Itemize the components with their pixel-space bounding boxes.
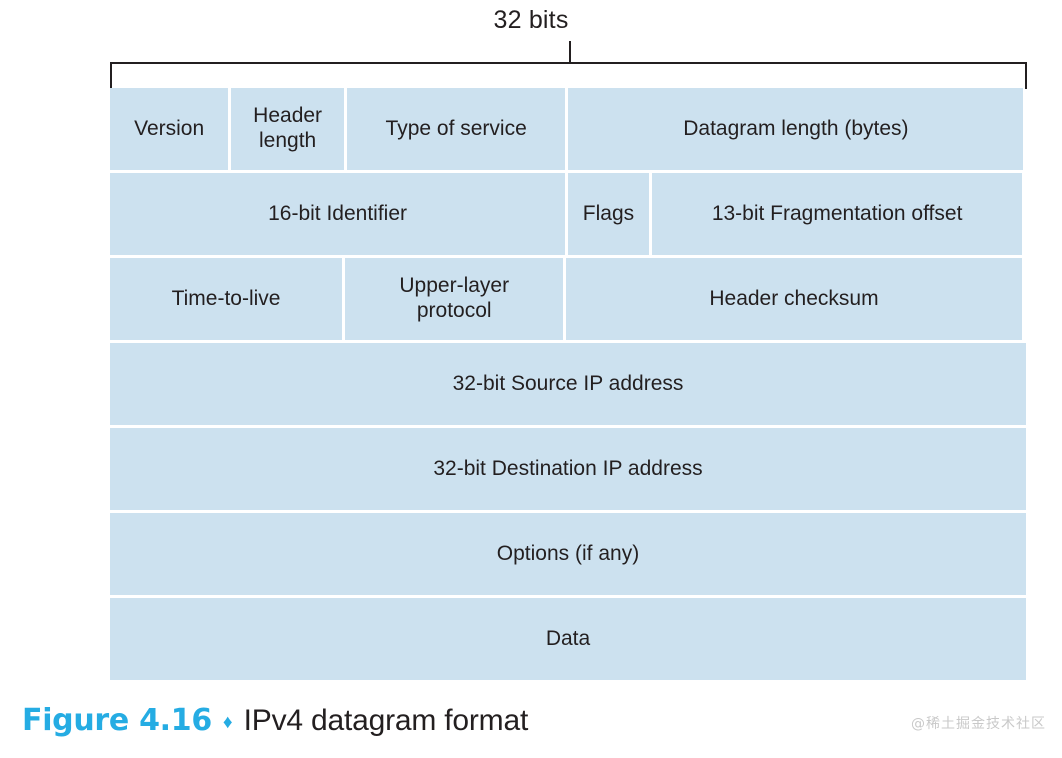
bits-width-text: 32 bits bbox=[493, 6, 569, 34]
datagram-field: Flags bbox=[568, 173, 649, 255]
caliper-center-tick bbox=[569, 41, 571, 63]
datagram-field: Header length bbox=[231, 88, 344, 170]
datagram-field: Version bbox=[110, 88, 229, 170]
datagram-row: Data bbox=[110, 598, 1028, 680]
datagram-row: 32-bit Source IP address bbox=[110, 343, 1028, 425]
datagram-field: 16-bit Identifier bbox=[110, 173, 566, 255]
datagram-field: Type of service bbox=[347, 88, 566, 170]
datagram-field: Data bbox=[110, 598, 1026, 680]
datagram-field: 32-bit Source IP address bbox=[110, 343, 1026, 425]
datagram-field: Header checksum bbox=[566, 258, 1022, 340]
datagram-field: 13-bit Fragmentation offset bbox=[651, 173, 1023, 255]
bits-width-label: 32 bits bbox=[0, 6, 1062, 35]
datagram-field: Time-to-live bbox=[110, 258, 343, 340]
datagram-field: Upper-layer protocol bbox=[345, 258, 564, 340]
watermark: @稀土掘金技术社区 bbox=[911, 716, 1046, 732]
datagram-field: Datagram length (bytes) bbox=[568, 88, 1024, 170]
caption-title: IPv4 datagram format bbox=[243, 704, 529, 737]
datagram-row: Options (if any) bbox=[110, 513, 1028, 595]
datagram-field: 32-bit Destination IP address bbox=[110, 428, 1026, 510]
datagram-field: Options (if any) bbox=[110, 513, 1026, 595]
datagram-row: 32-bit Destination IP address bbox=[110, 428, 1028, 510]
caliper-bracket bbox=[110, 62, 1027, 89]
diamond-icon: ♦ bbox=[222, 712, 233, 733]
caption-figure-number: Figure 4.16 bbox=[22, 703, 212, 738]
figure-caption: Figure 4.16 ♦ IPv4 datagram format bbox=[22, 703, 528, 738]
